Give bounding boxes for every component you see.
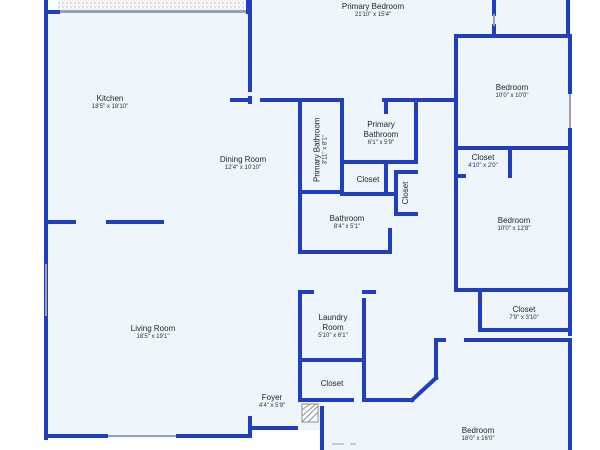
- room-primary-bedroom: Primary Bedroom 21'10" x 15'4": [313, 2, 433, 20]
- room-name: Closet: [320, 379, 344, 388]
- room-bathroom: Bathroom 8'4" x 5'1": [307, 214, 387, 232]
- foyer-hatch: [301, 403, 319, 423]
- room-kitchen: Kitchen 18'5" x 18'10": [70, 94, 150, 112]
- walls: [44, 0, 572, 450]
- room-name: Primary Bathroom: [363, 120, 399, 139]
- room-name: Closet: [512, 305, 536, 314]
- room-dimensions: 3'11" x 8'1": [322, 135, 329, 165]
- room-dimensions: 18'0" x 16'0": [461, 436, 495, 442]
- room-dimensions: 18'5" x 18'10": [91, 104, 129, 110]
- room-closet-4: Closet 7'9" x 3'10": [486, 305, 562, 323]
- room-dimensions: 7'9" x 3'10": [509, 315, 539, 321]
- room-dimensions: 4'10" x 2'0": [468, 163, 498, 169]
- room-laundry-room: Laundry Room 5'10" x 6'1": [304, 313, 362, 341]
- room-name: Living Room: [130, 324, 176, 333]
- windows: [45, 14, 571, 437]
- room-name: Bathroom: [329, 214, 365, 223]
- room-dimensions: 21'10" x 15'4": [354, 12, 392, 18]
- room-closet-2: Closet: [346, 175, 390, 185]
- room-closet-1: Closet 4'10" x 2'0": [452, 153, 514, 171]
- room-closet-3: Closet: [401, 173, 411, 213]
- room-name: Bedroom: [461, 426, 495, 435]
- room-name: Closet: [471, 153, 495, 162]
- room-dimensions: 8'4" x 5'1": [333, 224, 361, 230]
- floor-area: [46, 0, 570, 450]
- room-name: Foyer: [261, 393, 283, 402]
- room-closet-5: Closet: [306, 379, 358, 389]
- room-name: Laundry Room: [318, 313, 348, 332]
- room-name: Dining Room: [219, 155, 267, 164]
- room-dining-room: Dining Room 12'4" x 10'10": [203, 155, 283, 173]
- room-dimensions: 10'0" x 10'0": [495, 93, 529, 99]
- room-dimensions: 6'1" x 5'9": [367, 140, 395, 146]
- room-primary-bathroom: Primary Bathroom 6'1" x 5'9": [346, 120, 416, 148]
- room-primary-bathroom-small: Primary Bathroom 3'11" x 8'1": [312, 110, 330, 190]
- room-dimensions: 18'5" x 19'1": [136, 334, 170, 340]
- room-foyer: Foyer 4'4" x 5'9": [246, 393, 298, 411]
- room-dimensions: 5'10" x 6'1": [318, 333, 348, 339]
- room-dimensions: 10'0" x 12'8": [497, 226, 531, 232]
- room-name: Closet: [356, 175, 380, 184]
- room-bedroom-2: Bedroom 10'0" x 12'8": [474, 216, 554, 234]
- room-name: Kitchen: [96, 94, 124, 103]
- room-dimensions: 12'4" x 10'10": [224, 165, 262, 171]
- room-bedroom-1: Bedroom 10'0" x 10'0": [472, 83, 552, 101]
- room-name: Bedroom: [495, 83, 529, 92]
- room-dimensions: 4'4" x 5'9": [258, 403, 286, 409]
- room-name: Primary Bedroom: [341, 2, 405, 11]
- room-name: Primary Bathroom: [312, 117, 322, 182]
- room-name: Closet: [401, 181, 410, 205]
- room-bedroom-3: Bedroom 18'0" x 16'0": [438, 426, 518, 444]
- room-living-room: Living Room 18'5" x 19'1": [113, 324, 193, 342]
- room-name: Bedroom: [497, 216, 531, 225]
- window-top-kitchen: [58, 0, 248, 13]
